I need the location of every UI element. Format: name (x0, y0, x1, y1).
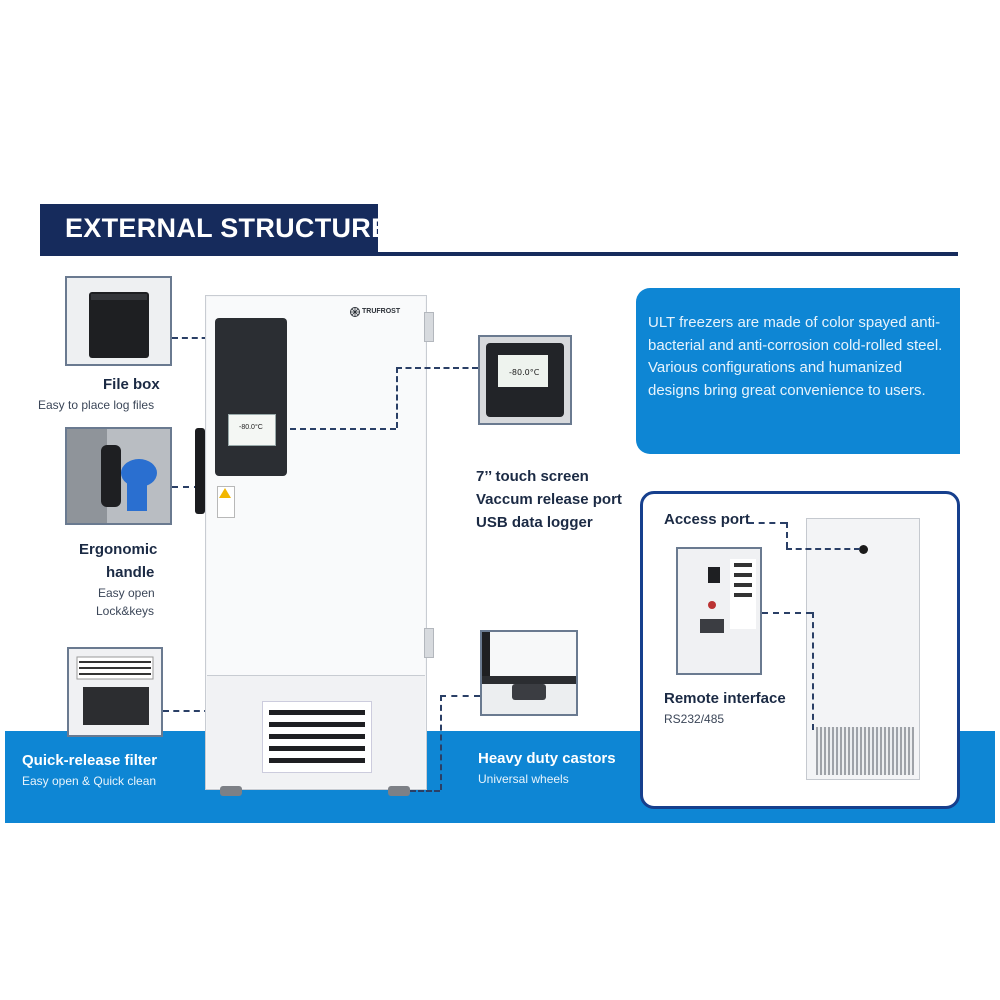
hinge-bottom (424, 628, 434, 658)
connector-access-v (786, 522, 788, 548)
front-grille (262, 701, 372, 773)
door-handle (195, 428, 205, 514)
remote-interface-illustration (678, 549, 760, 673)
castors-image (480, 630, 578, 716)
connector-castor-v (440, 695, 442, 790)
connector-access-h1 (748, 522, 786, 524)
access-port-label: Access port (664, 511, 750, 528)
access-port-hole (859, 545, 868, 554)
touch-screen-illustration: -80.0°C (480, 337, 570, 423)
handle-image (65, 427, 172, 525)
filter-image (67, 647, 163, 737)
handle-illustration (67, 429, 170, 523)
touch-screen-image: -80.0°C (478, 335, 572, 425)
connector-remote-h (762, 612, 812, 614)
snowflake-icon (350, 307, 360, 317)
file-box-title: File box (103, 376, 160, 393)
filter-subtitle: Easy open & Quick clean (22, 774, 157, 788)
file-box-subtitle: Easy to place log files (38, 398, 155, 412)
touch-screen-label: 7’’ touch screen (476, 468, 589, 485)
file-box-illustration (67, 278, 170, 364)
handle-title-2: handle (106, 564, 155, 581)
hinge-top (424, 312, 434, 342)
filter-illustration (69, 649, 161, 735)
connector-remote-v (812, 612, 814, 730)
screen-temperature: -80.0°C (239, 424, 263, 431)
castors-title: Heavy duty castors (478, 750, 616, 767)
vacuum-port-label: Vaccum release port (476, 491, 622, 508)
power-switch-label: Power on/off (667, 763, 758, 780)
usb-interface-label: USB interface (667, 740, 766, 757)
connector-handle (172, 486, 200, 488)
connector-access-h2 (786, 548, 860, 550)
handle-title-1: Ergonomic (79, 541, 158, 558)
connector-castor-h1 (440, 695, 480, 697)
castor-left (220, 786, 242, 796)
filter-title: Quick-release filter (22, 752, 158, 769)
remote-interface-subtitle: RS232/485 (664, 712, 725, 726)
info-box (636, 288, 960, 454)
info-text: ULT freezers are made of color spayed an… (648, 314, 943, 399)
remote-interface-image (676, 547, 762, 675)
handle-subtitle-2: Lock&keys (96, 604, 155, 618)
header-rule (378, 252, 958, 256)
castor-right (388, 786, 410, 796)
connector-castor-h2 (410, 790, 440, 792)
connector-screen-h2 (396, 367, 478, 369)
back-grille (816, 727, 914, 775)
section-title: EXTERNAL STRUCTURE (65, 213, 390, 243)
connector-screen-v (396, 367, 398, 428)
svg-text:-80.0°C: -80.0°C (509, 368, 540, 377)
castors-illustration (482, 632, 576, 714)
section-header-bar (40, 204, 378, 256)
touch-screen: -80.0°C (228, 414, 276, 446)
control-panel (215, 318, 287, 476)
brand-logo: TRUFROST (362, 308, 401, 315)
handle-subtitle-1: Easy open (98, 586, 155, 600)
remote-interface-label: Remote interface (664, 690, 786, 707)
usb-logger-label: USB data logger (476, 514, 593, 531)
warning-icon (219, 488, 231, 498)
file-box-image (65, 276, 172, 366)
castors-subtitle: Universal wheels (478, 772, 569, 786)
connector-screen-h1 (290, 428, 396, 430)
